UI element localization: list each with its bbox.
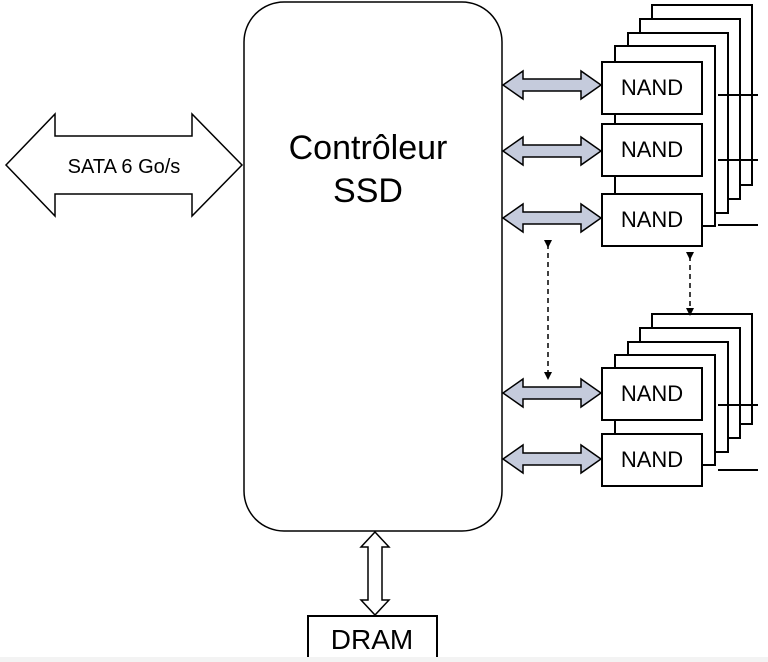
nand-chip-box xyxy=(601,433,703,487)
sata-interface-arrow: SATA 6 Go/s xyxy=(4,112,244,218)
nand-back-group-1 xyxy=(614,4,753,227)
dram-arrow xyxy=(359,530,391,617)
channel-arrow-1 xyxy=(501,69,603,101)
dram-label: DRAM xyxy=(331,624,413,655)
nand-chip-5: NAND xyxy=(601,433,703,487)
ssd-controller: Contrôleur SSD xyxy=(243,1,503,532)
nand-chip-box xyxy=(601,193,703,247)
nand-stacks: NAND NAND NAND NAND NAND xyxy=(601,4,758,487)
nand-chip-label: NAND xyxy=(621,447,683,472)
nand-chip-3: NAND xyxy=(601,193,703,247)
channel-arrow-3 xyxy=(501,202,603,234)
bottom-edge xyxy=(0,657,768,662)
nand-chip-label: NAND xyxy=(621,75,683,100)
channel-arrow-4 xyxy=(501,377,603,409)
channel-arrow-2 xyxy=(501,135,603,167)
nand-chip-box xyxy=(601,367,703,421)
sata-interface-label: SATA 6 Go/s xyxy=(68,156,181,178)
nand-chip-label: NAND xyxy=(621,207,683,232)
nand-chip-box xyxy=(601,123,703,177)
controller-label-line2: SSD xyxy=(333,172,403,210)
nand-chip-box xyxy=(601,61,703,115)
nand-channel-arrows xyxy=(501,69,603,475)
nand-chip-4: NAND xyxy=(601,367,703,421)
nand-chip-1: NAND xyxy=(601,61,703,115)
nand-chip-label: NAND xyxy=(621,381,683,406)
controller-label-line1: Contrôleur xyxy=(289,129,448,167)
nand-chip-2: NAND xyxy=(601,123,703,177)
dram-chip: DRAM xyxy=(307,615,438,661)
channel-arrow-5 xyxy=(501,443,603,475)
nand-chip-label: NAND xyxy=(621,137,683,162)
